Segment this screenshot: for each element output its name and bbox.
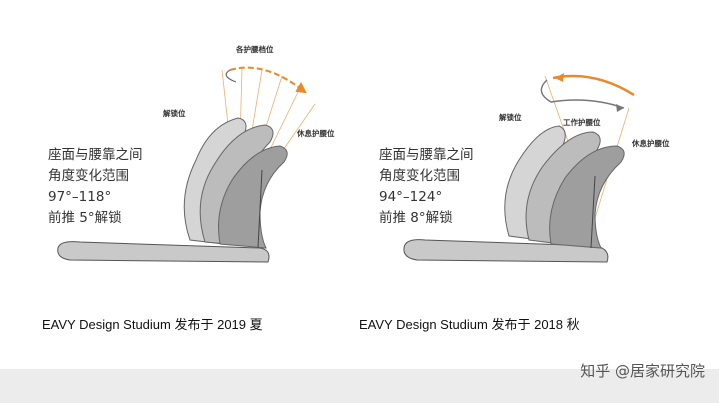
spec-line-3: 97°–118°	[48, 189, 112, 205]
left-seat-base	[57, 241, 270, 263]
left-annotation-top: 各护腰档位	[236, 45, 274, 54]
zhihu-watermark: 知乎 @居家研究院	[580, 362, 705, 380]
left-backrest-shells	[183, 117, 288, 249]
right-orange-arc-arrow	[540, 73, 635, 112]
spec-line-1: 座面与腰靠之间	[48, 147, 143, 163]
spec-line-4: 前推 8°解锁	[379, 210, 453, 226]
right-annotation-unlock: 解锁位	[499, 113, 522, 122]
spec-line-3: 94°–124°	[379, 189, 443, 205]
right-chair-diagram	[403, 73, 635, 263]
left-diagram-panel: 各护腰档位 解锁位 休息护腰位 座面与腰靠之间 角度变化范围 97°–118° …	[0, 0, 360, 360]
spec-line-4: 前推 5°解锁	[48, 210, 122, 226]
right-diagram-panel: 解锁位 工作护腰位 休息护腰位 座面与腰靠之间 角度变化范围 94°–124° …	[359, 0, 719, 360]
left-annotation-rest: 休息护腰位	[297, 129, 335, 138]
left-chair-diagram	[57, 66, 316, 263]
right-backrest-shells	[504, 125, 625, 249]
left-spec-text: 座面与腰靠之间 角度变化范围 97°–118° 前推 5°解锁	[48, 145, 143, 229]
spec-line-2: 角度变化范围	[379, 168, 460, 184]
left-annotation-unlock: 解锁位	[163, 109, 186, 118]
right-spec-text: 座面与腰靠之间 角度变化范围 94°–124° 前推 8°解锁	[379, 145, 474, 229]
right-seat-base	[403, 239, 609, 263]
right-annotation-rest: 休息护腰位	[632, 139, 670, 148]
left-orange-arc-arrow	[225, 66, 307, 94]
spec-line-2: 角度变化范围	[48, 168, 129, 184]
footer-bar	[0, 369, 719, 403]
right-annotation-work: 工作护腰位	[563, 118, 601, 127]
right-caption: EAVY Design Studium 发布于 2018 秋	[359, 317, 580, 332]
left-caption: EAVY Design Studium 发布于 2019 夏	[42, 317, 263, 332]
spec-line-1: 座面与腰靠之间	[379, 147, 474, 163]
